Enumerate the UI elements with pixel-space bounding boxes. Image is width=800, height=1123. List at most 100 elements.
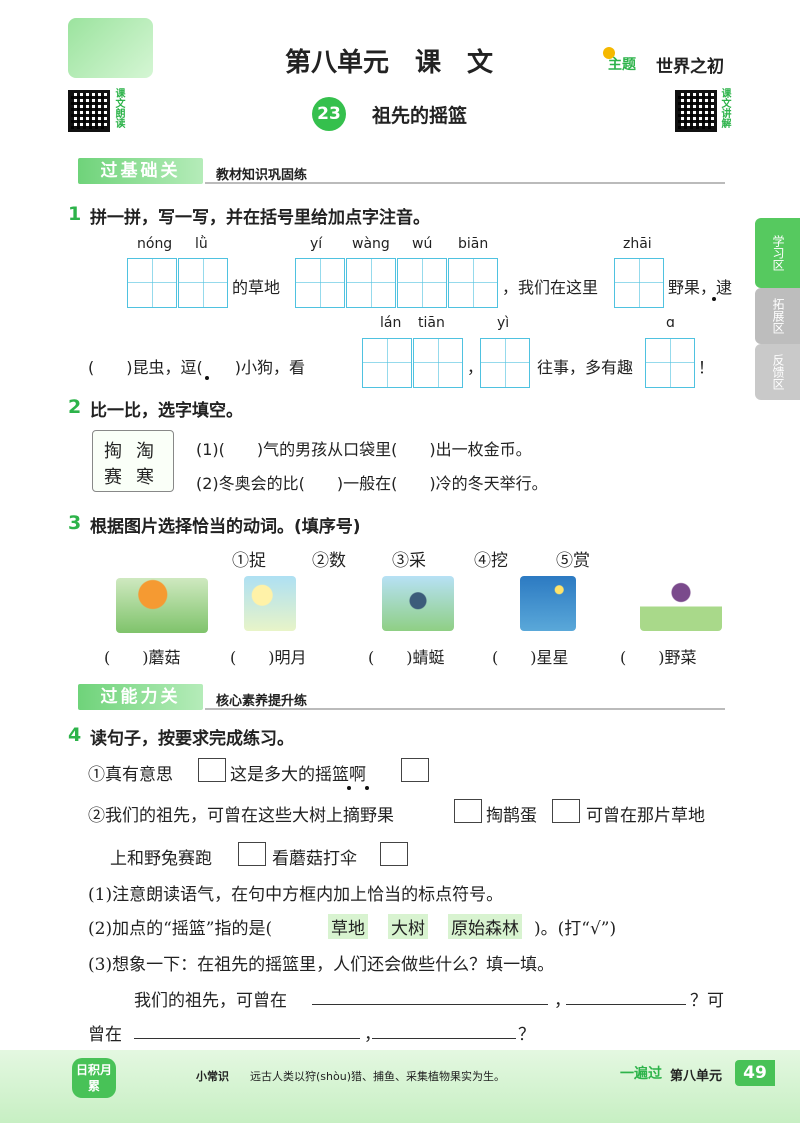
fill-text: ？ [518, 1025, 535, 1045]
fill-line: (2)冬奥会的比( )一般在( )冷的冬天举行。 [196, 474, 548, 493]
question-prompt: 读句子，按要求完成练习。 [90, 729, 294, 749]
question-prompt: 比一比，选字填空。 [90, 401, 243, 421]
pinyin-label: lǜ [195, 236, 208, 252]
writing-grid[interactable] [295, 258, 345, 308]
answer-blank[interactable]: ( )蘑菇 [104, 648, 181, 667]
question-prompt: 根据图片选择恰当的动词。(填序号) [90, 517, 361, 537]
fill-text: ， [554, 991, 571, 1011]
verb-option: ③采 [392, 551, 426, 571]
answer-line[interactable] [312, 1004, 548, 1005]
pinyin-label: biān [458, 236, 489, 252]
punctuation-box[interactable] [380, 842, 408, 866]
qr-left-label: 课文朗读 [113, 88, 124, 128]
verb-option: ①捉 [232, 551, 266, 571]
char-choice: 寒 [136, 467, 154, 488]
sidebar-tab-learn[interactable]: 学习区 [755, 218, 800, 288]
char-choice: 掏 [104, 441, 122, 462]
fill-text: ？可 [690, 991, 724, 1011]
dragonfly-picture [382, 576, 454, 631]
writing-grid[interactable] [178, 258, 228, 308]
sentence-text: 掏鹊蛋 [486, 806, 537, 826]
pinyin-label: zhāi [623, 236, 652, 252]
writing-grid[interactable] [397, 258, 447, 308]
punctuation-box[interactable] [454, 799, 482, 823]
lesson-title: 祖先的摇篮 [372, 105, 468, 127]
qr-code-left[interactable] [68, 90, 110, 132]
punctuation-box[interactable] [238, 842, 266, 866]
corner-logo [68, 18, 153, 78]
answer-blank[interactable]: ( )明月 [230, 648, 307, 667]
writing-grid[interactable] [413, 338, 463, 388]
fill-text: ， [364, 1025, 381, 1045]
emphasis-dot [205, 376, 209, 380]
punctuation-box[interactable] [401, 758, 429, 782]
footer-unit: 第八单元 [670, 1069, 723, 1084]
page-number: 49 [735, 1060, 775, 1086]
punctuation-box[interactable] [198, 758, 226, 782]
sidebar-tab-feedback[interactable]: 反馈区 [755, 344, 800, 400]
choice-option[interactable]: 原始森林 [448, 914, 522, 939]
char-choice: 赛 [104, 467, 122, 488]
sentence-text: ， [467, 358, 484, 377]
answer-blank[interactable]: ( )蜻蜓 [368, 648, 445, 667]
punctuation-box[interactable] [552, 799, 580, 823]
answer-line[interactable] [372, 1038, 516, 1039]
writing-grid[interactable] [346, 258, 396, 308]
brand-label: 一遍过 [620, 1066, 662, 1082]
section-banner-ability: 过能力关 [78, 684, 203, 710]
choice-option[interactable]: 草地 [328, 914, 368, 939]
pinyin-label: wú [412, 236, 433, 252]
char-choice-box [92, 430, 174, 492]
moon-picture [244, 576, 296, 631]
pinyin-label: nóng [137, 236, 173, 252]
writing-grid[interactable] [614, 258, 664, 308]
emphasis-dot [365, 786, 369, 790]
sentence-text: ！ [698, 358, 715, 377]
fill-line: (1)( )气的男孩从口袋里( )出一枚金币。 [196, 440, 532, 459]
section-rule [205, 708, 725, 710]
unit-title: 第八单元 课 文 [285, 48, 494, 78]
sentence-text: ②我们的祖先，可曾在这些大树上摘野果 [88, 806, 394, 826]
sentence-text: ①真有意思 [88, 765, 173, 785]
section-subtitle-basic: 教材知识巩固练 [216, 168, 308, 183]
qr-right-label: 课文讲解 [719, 88, 730, 128]
question-number: 2 [68, 396, 82, 418]
answer-line[interactable] [134, 1038, 360, 1039]
sentence-text: 野果，逮 [668, 278, 733, 297]
section-subtitle-ability: 核心素养提升练 [216, 694, 308, 709]
writing-grid[interactable] [362, 338, 412, 388]
writing-grid[interactable] [448, 258, 498, 308]
pinyin-label: wàng [352, 236, 390, 252]
qr-code-right[interactable] [675, 90, 717, 132]
theme-value: 世界之初 [656, 57, 724, 77]
writing-grid[interactable] [480, 338, 530, 388]
theme-label: 主题 [608, 57, 636, 73]
sub-question: (1)注意朗读语气，在句中方框内加上恰当的标点符号。 [88, 885, 504, 905]
sentence-text: 这是多大的摇篮啊 [230, 765, 366, 785]
pinyin-label: ɑ [666, 315, 675, 331]
stars-picture [520, 576, 576, 631]
answer-line[interactable] [566, 1004, 686, 1005]
emphasis-dot [347, 786, 351, 790]
sentence-text: 的草地 [232, 278, 281, 297]
verb-option: ⑤赏 [556, 551, 590, 571]
question-number: 3 [68, 512, 82, 534]
section-rule [205, 182, 725, 184]
sidebar-tab-expand[interactable]: 拓展区 [755, 288, 800, 344]
question-number: 1 [68, 203, 82, 225]
lesson-number-badge: 23 [312, 97, 346, 131]
answer-blank[interactable]: ( )星星 [492, 648, 569, 667]
writing-grid[interactable] [645, 338, 695, 388]
sentence-text: 上和野兔赛跑 [110, 849, 212, 869]
pinyin-label: yì [497, 315, 510, 331]
pinyin-label: tiān [418, 315, 445, 331]
writing-grid[interactable] [127, 258, 177, 308]
pinyin-label: lán [380, 315, 402, 331]
choice-option[interactable]: 大树 [388, 914, 428, 939]
sub-question: (2)加点的“摇篮”指的是( [88, 919, 273, 939]
mushroom-picture [116, 578, 208, 633]
answer-blank[interactable]: ( )野菜 [620, 648, 697, 667]
footer-band [0, 1050, 800, 1123]
sentence-text: 看蘑菇打伞 [272, 849, 357, 869]
wild-herbs-picture [640, 576, 722, 631]
